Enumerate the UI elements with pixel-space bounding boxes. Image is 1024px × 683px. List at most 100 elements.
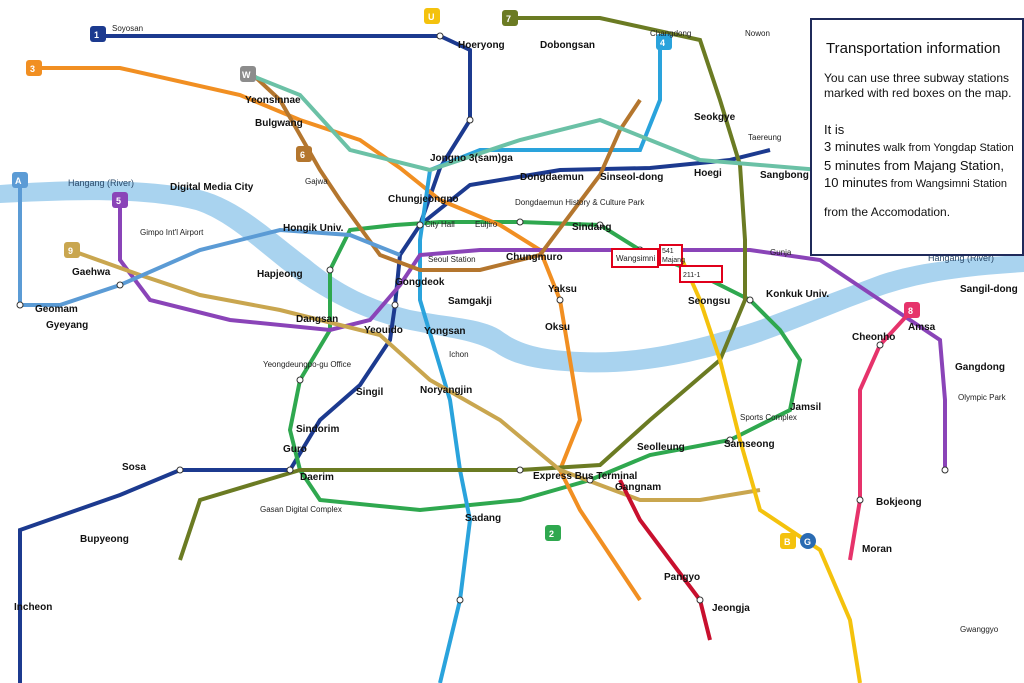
station-label-sindang: Sindang	[572, 222, 611, 233]
highlight-wangsimni: Wangsimni	[611, 248, 659, 268]
info-line-yongdap: 3 minutes walk from Yongdap Station	[824, 138, 1022, 157]
station-label-hongik: Hongik Univ.	[283, 223, 344, 234]
uijeongbu-line-badge: U	[424, 8, 440, 24]
station-label-hoegi: Hoegi	[694, 168, 722, 179]
station-label-dongdaemun: Dongdaemun	[520, 172, 584, 183]
wi-line-badge: W	[240, 66, 256, 82]
line-5-track	[118, 200, 947, 470]
station-label-amsa: Amsa	[908, 322, 936, 333]
station-label-dmc: Digital Media City	[170, 182, 254, 193]
bundang-line-track	[678, 254, 862, 683]
station-label-euljiro: Euljiro	[475, 220, 498, 229]
info-line-majang-text: from Majang Station,	[880, 158, 1004, 173]
line-5-badge: 5	[112, 192, 128, 208]
station-label-dangsan: Dangsan	[296, 314, 338, 325]
station-label-bupyeong: Bupyeong	[80, 534, 129, 545]
station-label-gajwa: Gajwa	[305, 177, 328, 186]
svg-text:7: 7	[506, 14, 511, 24]
station-label-cityhall: City Hall	[425, 220, 455, 229]
info-line-wangsimni-time: 10 minutes	[824, 175, 888, 190]
svg-text:541: 541	[662, 248, 674, 255]
station-label-seongsu: Seongsu	[688, 296, 730, 307]
station-label-sportscomplex: Sports Complex	[740, 413, 797, 422]
station-label-sindorim: Sindorim	[296, 424, 339, 435]
info-line-majang: 5 minutes from Majang Station,	[824, 157, 1022, 174]
info-intro-line-1: You can use three subway stations	[824, 71, 1010, 85]
svg-text:U: U	[428, 12, 435, 22]
station-label-noryangjin: Noryangjin	[420, 385, 472, 396]
station-label-moran: Moran	[862, 544, 892, 555]
info-intro-line-2: marked with red boxes on the map.	[824, 86, 1012, 100]
svg-text:G: G	[804, 537, 811, 547]
info-title: Transportation information	[826, 40, 1001, 57]
station-label-yaksu: Yaksu	[548, 284, 577, 295]
line-4-badge: 4	[656, 34, 672, 50]
svg-text:B: B	[784, 537, 791, 547]
station-label-jeongja: Jeongja	[712, 603, 750, 614]
svg-text:9: 9	[68, 246, 73, 256]
station-label-jamsil: Jamsil	[790, 402, 821, 413]
info-lines: It is 3 minutes walk from Yongdap Statio…	[824, 121, 1022, 193]
svg-text:2: 2	[549, 529, 554, 539]
svg-text:5: 5	[116, 196, 121, 206]
station-label-gangdong: Gangdong	[955, 362, 1005, 373]
station-label-nowon: Nowon	[745, 29, 770, 38]
airport-railroad-track	[18, 180, 401, 307]
info-line-wangsimni: 10 minutes from Wangsimni Station	[824, 174, 1022, 193]
station-label-bokjeong: Bokjeong	[876, 497, 922, 508]
gyeongchun-line-badge: G	[800, 533, 816, 549]
station-label-seokgye: Seokgye	[694, 112, 736, 123]
svg-text:A: A	[15, 176, 22, 186]
line-1-badge: 1	[90, 26, 106, 42]
station-label-sosa: Sosa	[122, 462, 146, 473]
station-label-konkuk: Konkuk Univ.	[766, 289, 829, 300]
svg-text:Majang: Majang	[662, 257, 685, 264]
station-label-seolleung: Seolleung	[637, 442, 685, 453]
station-label-singil: Singil	[356, 387, 383, 398]
river-label-right: Hangang (River)	[928, 253, 994, 263]
line-6-badge: 6	[296, 146, 312, 162]
station-label-gyeyang: Gyeyang	[46, 320, 88, 331]
svg-text:211-1: 211-1	[683, 272, 700, 279]
line-2-badge: 2	[545, 525, 561, 541]
line-8-track	[848, 308, 914, 561]
river-label-left: Hangang (River)	[68, 178, 134, 188]
airport-line-badge: A	[12, 172, 28, 188]
line-9-badge: 9	[64, 242, 80, 258]
station-label-yongsan: Yongsan	[424, 326, 465, 337]
svg-text:W: W	[242, 70, 251, 80]
svg-text:8: 8	[908, 306, 913, 316]
station-label-pangyo: Pangyo	[664, 572, 700, 583]
station-label-dobongsan: Dobongsan	[540, 40, 595, 51]
station-label-sadang: Sadang	[465, 513, 501, 524]
shinbundang-line-track	[618, 479, 712, 641]
info-footer: from the Accomodation.	[824, 205, 951, 219]
line-8-badge: 8	[904, 302, 920, 318]
info-line-wangsimni-text: from Wangsimni Station	[887, 178, 1008, 190]
station-label-sangil: Sangil-dong	[960, 284, 1018, 295]
station-label-geomam: Geomam	[35, 304, 78, 315]
line-3-track	[35, 66, 642, 602]
station-label-soyosan: Soyosan	[112, 24, 143, 33]
station-label-gunja: Gunja	[770, 248, 792, 257]
station-label-cheonho: Cheonho	[852, 332, 895, 343]
highlight-majang: 541 Majang	[659, 244, 685, 266]
svg-text:1: 1	[94, 30, 99, 40]
station-label-jongno3ga: Jongno 3(sam)ga	[430, 153, 513, 164]
line-2-track	[287, 220, 803, 513]
transportation-info-box: Transportation information You can use t…	[810, 18, 1024, 256]
info-intro: You can use three subway stations marked…	[824, 71, 1022, 101]
line-1-track	[18, 34, 472, 683]
station-label-gasan: Gasan Digital Complex	[260, 505, 342, 514]
station-label-sinseoldong: Sinseol-dong	[600, 172, 663, 183]
station-label-ddp: Dongdaemun History & Culture Park	[515, 198, 645, 207]
svg-text:3: 3	[30, 64, 35, 74]
highlight-yongdap: 211-1	[679, 265, 723, 283]
station-label-incheon: Incheon	[14, 602, 52, 613]
station-label-yeouido: Yeouido	[364, 325, 403, 336]
station-label-chungmuro: Chungmuro	[506, 252, 563, 263]
station-label-changdong: Changdong	[650, 29, 691, 38]
station-label-guro: Guro	[283, 444, 307, 455]
station-label-samseong: Samseong	[724, 439, 775, 450]
